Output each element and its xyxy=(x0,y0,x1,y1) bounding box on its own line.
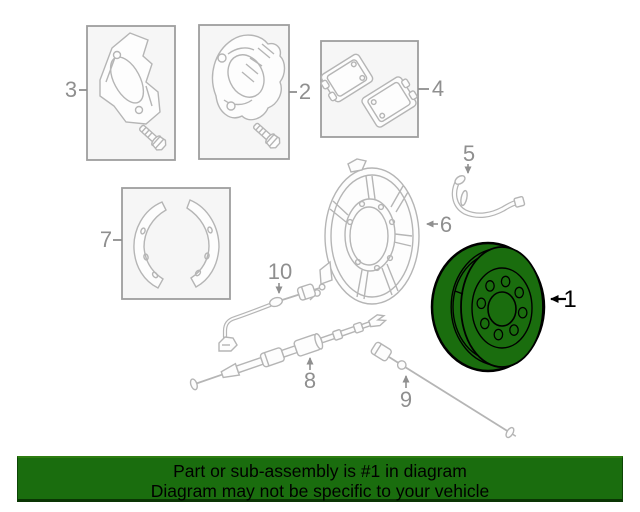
callout-dashes xyxy=(79,88,429,241)
part-4-brake-pads-drawing xyxy=(320,40,419,138)
part-7-brake-shoes-drawing xyxy=(121,187,231,300)
part-2-caliper-drawing xyxy=(198,24,290,160)
part-8-cable-drawing xyxy=(189,314,388,391)
callout-10-label[interactable]: 10 xyxy=(267,259,293,284)
part-6-splash-shield-drawing xyxy=(309,158,420,305)
callout-6-label[interactable]: 6 xyxy=(439,212,453,237)
callout-9-label[interactable]: 9 xyxy=(399,387,413,412)
callout-5-label[interactable]: 5 xyxy=(462,141,476,166)
part-3-caliper-bracket-drawing xyxy=(86,25,176,161)
callout-arrows xyxy=(275,164,566,388)
part-1-rotor-drawing xyxy=(430,241,546,373)
part-9-cable-drawing xyxy=(370,341,517,439)
callout-3-label[interactable]: 3 xyxy=(64,77,78,102)
part-10-cable-drawing xyxy=(218,283,326,352)
diagram-note-banner: Part or sub-assembly is #1 in diagram Di… xyxy=(17,456,623,502)
banner-line-1: Part or sub-assembly is #1 in diagram xyxy=(173,461,467,481)
callout-4-label[interactable]: 4 xyxy=(431,76,445,101)
banner-line-2: Diagram may not be specific to your vehi… xyxy=(150,481,490,501)
part-5-brake-hose-drawing xyxy=(451,175,526,219)
callout-8-label[interactable]: 8 xyxy=(303,368,317,393)
callout-1-label[interactable]: 1 xyxy=(563,286,577,313)
callout-2-label[interactable]: 2 xyxy=(298,79,312,104)
callout-7-label[interactable]: 7 xyxy=(99,227,113,252)
